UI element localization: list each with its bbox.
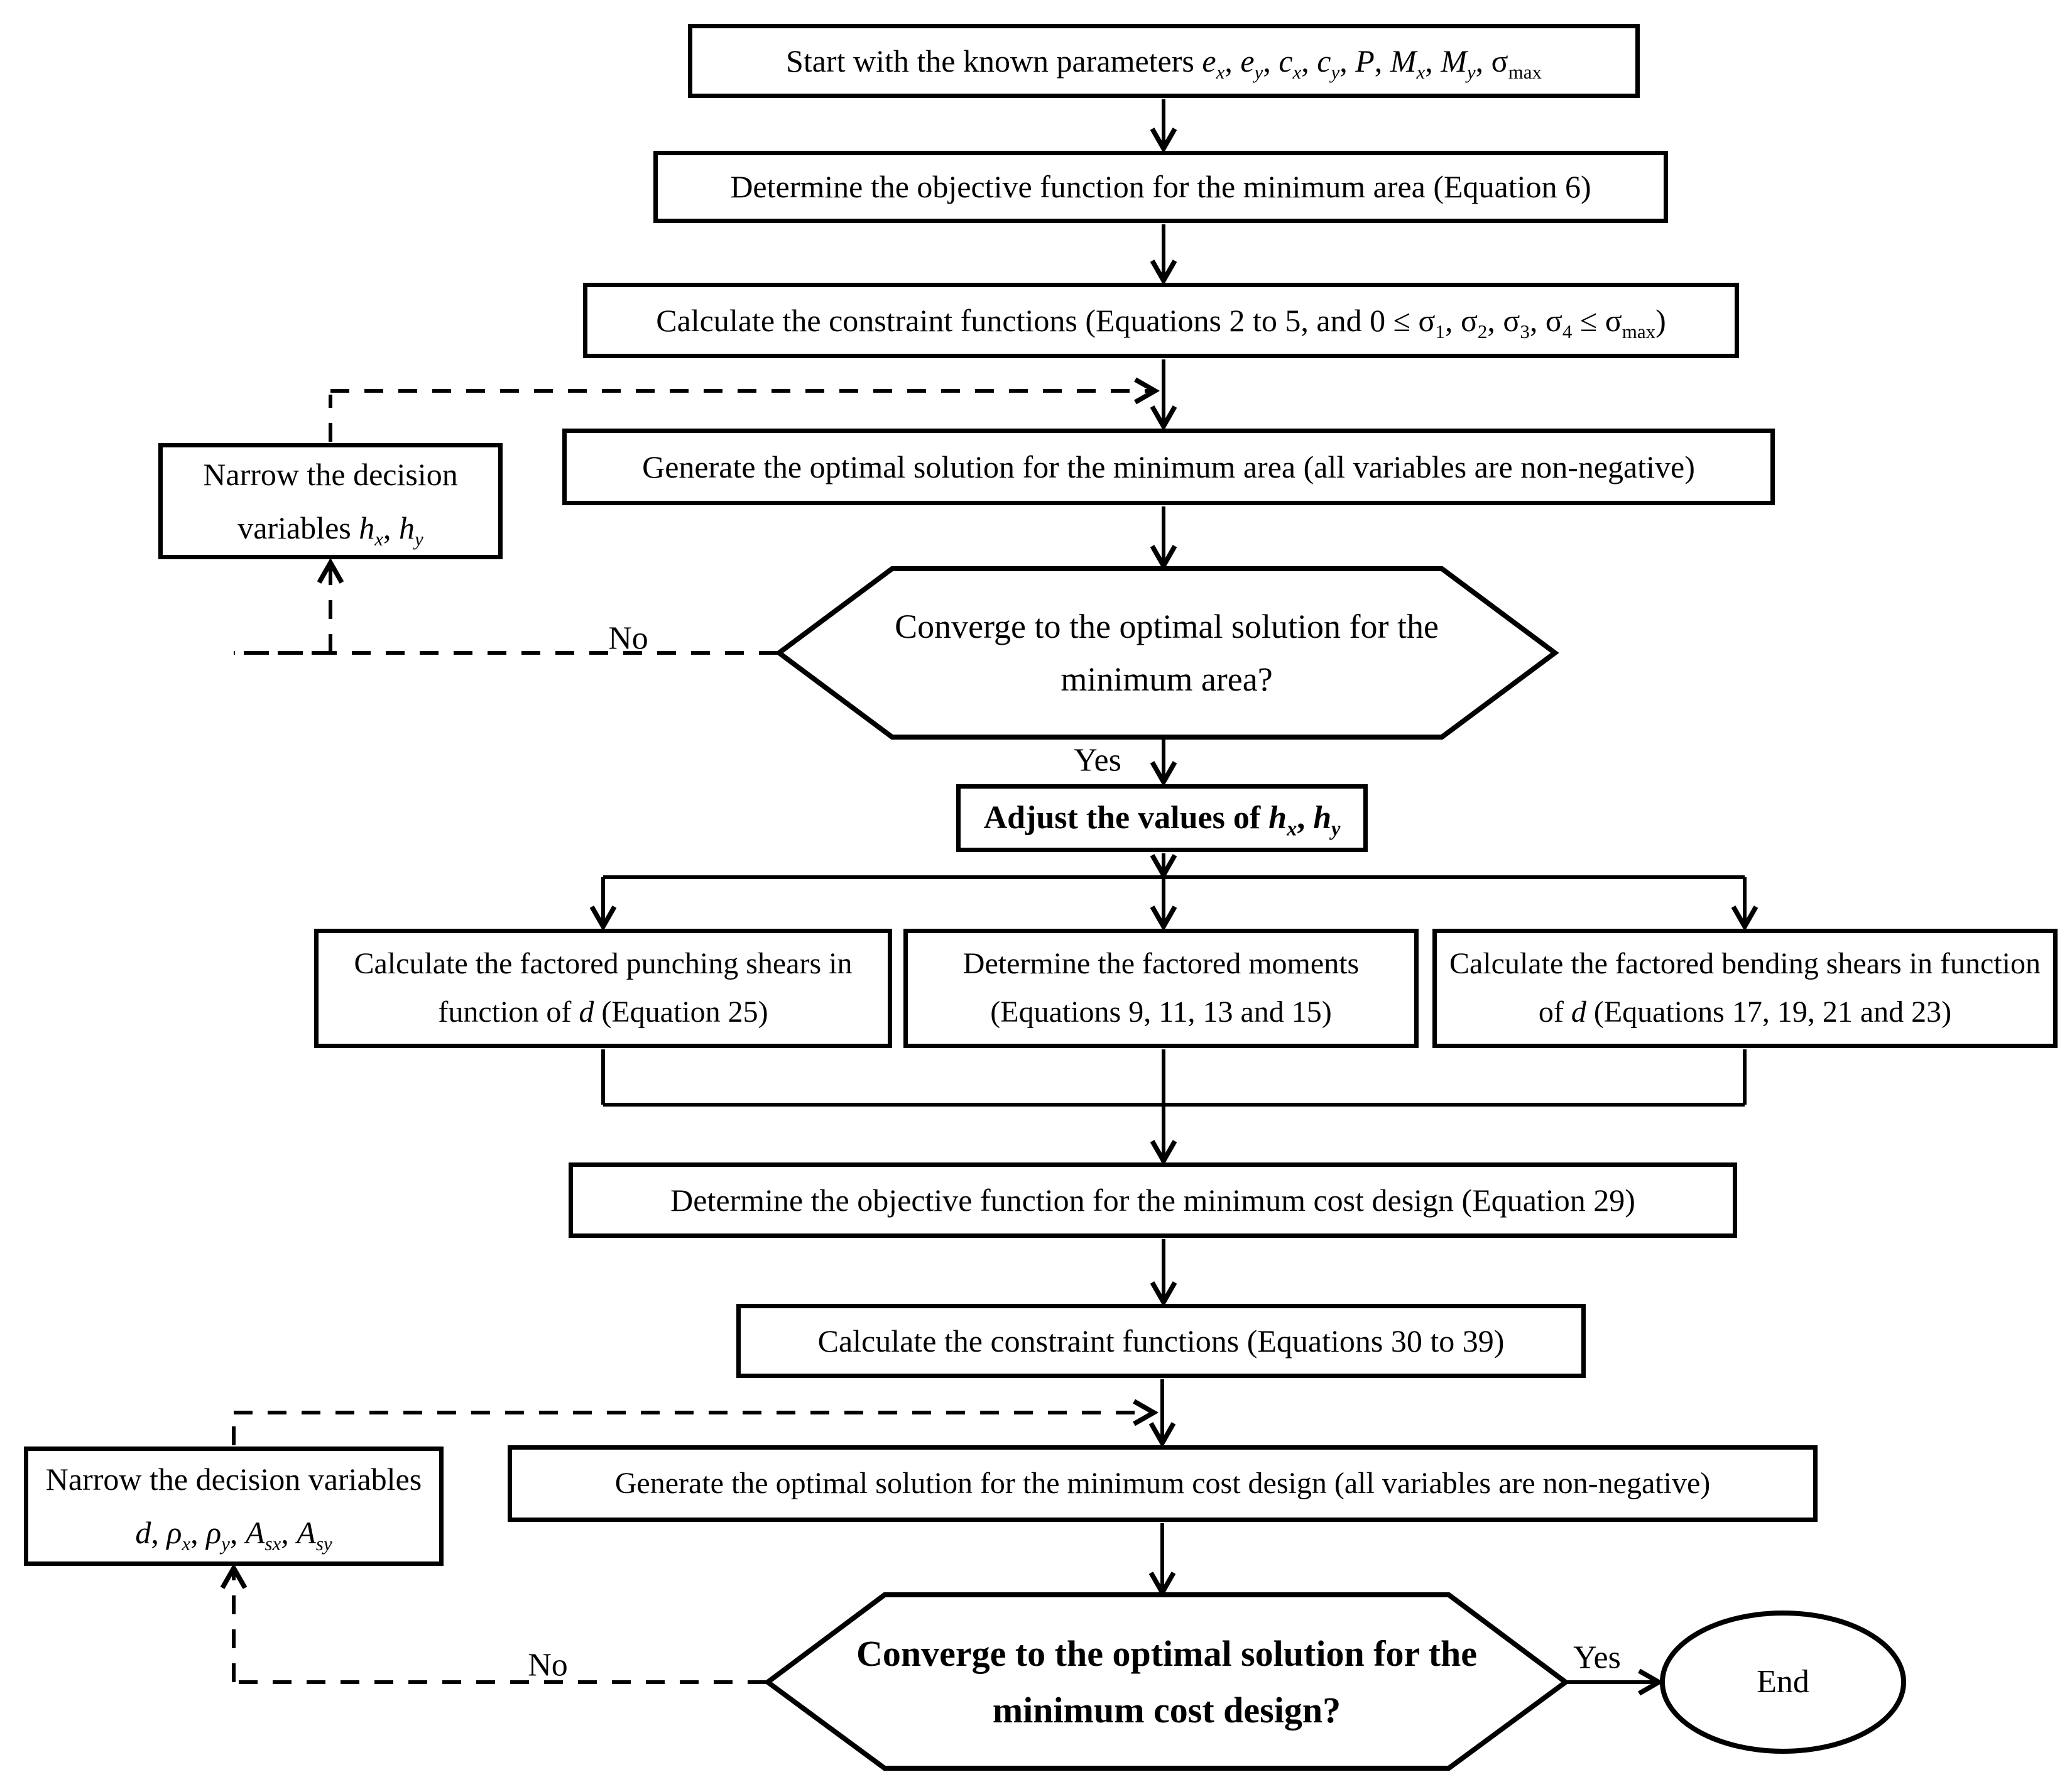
node-converge-area-label: Converge to the optimal solution for the… xyxy=(895,608,1439,698)
label-no-area: No xyxy=(608,620,648,657)
node-generate-cost: Generate the optimal solution for the mi… xyxy=(508,1445,1818,1522)
node-generate-cost-label: Generate the optimal solution for the mi… xyxy=(614,1467,1711,1500)
node-bending-shears: Calculate the factored bending shears in… xyxy=(1432,929,2058,1048)
end-ellipse xyxy=(1660,1611,1906,1754)
hexagon-converge-area xyxy=(775,566,1559,740)
node-adjust: Adjust the values of hx, hy xyxy=(956,784,1368,852)
node-adjust-label: Adjust the values of hx, hy xyxy=(983,800,1341,840)
node-narrow-area-label: Narrow the decision variables hx, hy xyxy=(203,456,458,550)
node-constraints-cost: Calculate the constraint functions (Equa… xyxy=(736,1304,1586,1378)
node-factored-moments-label: Determine the factored moments (Equation… xyxy=(962,947,1360,1029)
label-yes-cost: Yes xyxy=(1573,1639,1621,1676)
hexagon-converge-cost xyxy=(763,1592,1570,1771)
node-bending-shears-label: Calculate the factored bending shears in… xyxy=(1449,947,2041,1029)
node-narrow-area: Narrow the decision variables hx, hy xyxy=(158,443,503,559)
node-constraints-cost-label: Calculate the constraint functions (Equa… xyxy=(817,1323,1505,1359)
label-no-cost: No xyxy=(528,1647,568,1683)
node-start-label: Start with the known parameters ex, ey, … xyxy=(786,43,1542,83)
node-narrow-cost-label: Narrow the decision variables d, ρx, ρy,… xyxy=(45,1462,422,1555)
node-objective-area-label: Determine the objective function for the… xyxy=(730,169,1591,204)
node-objective-area: Determine the objective function for the… xyxy=(653,151,1668,223)
node-objective-cost: Determine the objective function for the… xyxy=(569,1162,1737,1238)
node-constraints-area: Calculate the constraint functions (Equa… xyxy=(583,283,1739,358)
node-narrow-cost: Narrow the decision variables d, ρx, ρy,… xyxy=(24,1447,444,1566)
node-converge-cost-text: Converge to the optimal solution for the… xyxy=(849,1616,1484,1748)
node-punching-shears-label: Calculate the factored punching shears i… xyxy=(354,947,853,1029)
node-generate-area: Generate the optimal solution for the mi… xyxy=(562,429,1775,505)
node-constraints-area-label: Calculate the constraint functions (Equa… xyxy=(656,302,1666,342)
node-generate-area-label: Generate the optimal solution for the mi… xyxy=(642,449,1695,484)
node-objective-cost-label: Determine the objective function for the… xyxy=(670,1182,1635,1218)
node-factored-moments: Determine the factored moments (Equation… xyxy=(903,929,1419,1048)
node-punching-shears: Calculate the factored punching shears i… xyxy=(314,929,892,1048)
node-converge-area-text: Converge to the optimal solution for the… xyxy=(853,594,1481,713)
label-yes-area: Yes xyxy=(1074,742,1121,779)
node-start: Start with the known parameters ex, ey, … xyxy=(688,24,1640,98)
node-converge-cost-label: Converge to the optimal solution for the… xyxy=(856,1633,1478,1731)
node-end-label: End xyxy=(1757,1664,1809,1700)
node-end-text: End xyxy=(1689,1649,1877,1715)
